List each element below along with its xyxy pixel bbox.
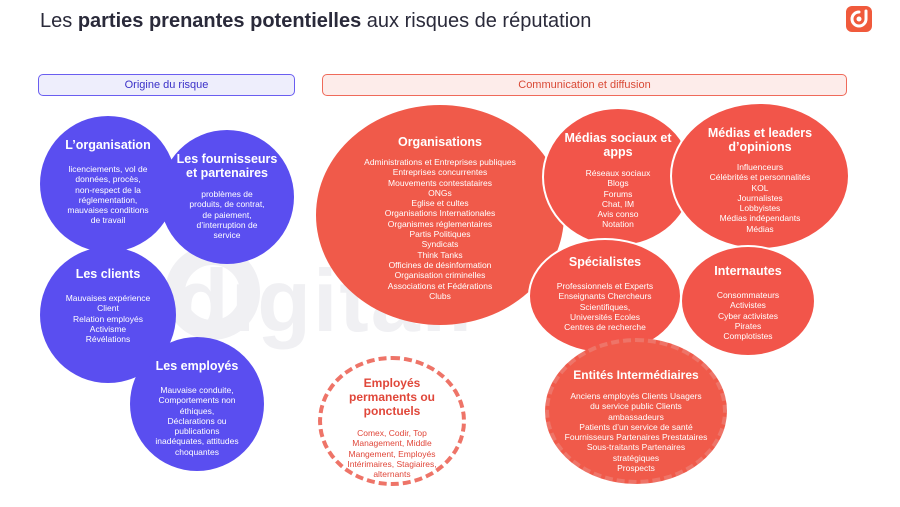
- brand-logo-icon: [846, 6, 872, 32]
- bubble-specialistes: Spécialistes Professionnels et Experts E…: [528, 238, 682, 354]
- bubble-organisation: L’organisation licenciements, vol de don…: [40, 116, 176, 252]
- bubble-entites-intermediaires: Entités Intermédiaires Anciens employés …: [545, 338, 727, 484]
- bubble-fournisseurs: Les fournisseurs et partenaires problème…: [160, 130, 294, 264]
- bubble-employes: Les employés Mauvaise conduite, Comporte…: [130, 337, 264, 471]
- bubble-title: Entités Intermédiaires: [573, 368, 699, 382]
- section-header-communication: Communication et diffusion: [322, 74, 847, 96]
- bubble-title: Organisations: [397, 135, 483, 149]
- bubble-title: Spécialistes: [568, 255, 642, 269]
- bubble-text: Comex, Codir, Top Management, Middle Man…: [347, 428, 437, 480]
- title-prefix: Les: [40, 10, 78, 32]
- bubble-employes-permanents: Employés permanents ou ponctuels Comex, …: [318, 356, 466, 486]
- bubble-title: Médias sociaux et apps: [564, 131, 672, 159]
- bubble-text: Réseaux sociaux Blogs Forums Chat, IM Av…: [585, 168, 651, 230]
- bubble-text: Influenceurs Célébrités et personnalités…: [709, 162, 811, 234]
- bubble-text: Consommateurs Activistes Cyber activiste…: [716, 290, 780, 342]
- title-suffix: aux risques de réputation: [361, 10, 592, 32]
- bubble-title: Les fournisseurs et partenaires: [176, 152, 278, 180]
- page-title: Les parties prenantes potentielles aux r…: [40, 10, 591, 33]
- bubble-text: Mauvaise conduite, Comportements non éth…: [155, 385, 239, 457]
- bubble-title: Les clients: [75, 267, 141, 281]
- bubble-title: Les employés: [155, 359, 239, 373]
- bubble-title: Internautes: [714, 264, 782, 278]
- bubble-text: Administrations et Entreprises publiques…: [364, 157, 516, 301]
- bubble-text: Mauvaises expérience Client Relation emp…: [65, 293, 151, 345]
- bubble-text: Professionnels et Experts Enseignants Ch…: [556, 281, 654, 333]
- bubble-title: L’organisation: [65, 138, 151, 152]
- bubble-text: problèmes de produits, de contrat, de pa…: [189, 189, 265, 241]
- section-header-origin: Origine du risque: [38, 74, 295, 96]
- bubble-medias-leaders: Médias et leaders d’opinions Influenceur…: [670, 102, 850, 250]
- bubble-title: Employés permanents ou ponctuels: [348, 376, 435, 418]
- title-emphasis: parties prenantes potentielles: [77, 10, 362, 32]
- bubble-organisations: Organisations Administrations et Entrepr…: [316, 105, 564, 325]
- bubble-title: Médias et leaders d’opinions: [707, 126, 813, 154]
- bubble-text: licenciements, vol de données, procès, n…: [67, 164, 149, 226]
- bubble-text: Anciens employés Clients Usagers du serv…: [564, 391, 708, 474]
- bubble-internautes: Internautes Consommateurs Activistes Cyb…: [680, 245, 816, 357]
